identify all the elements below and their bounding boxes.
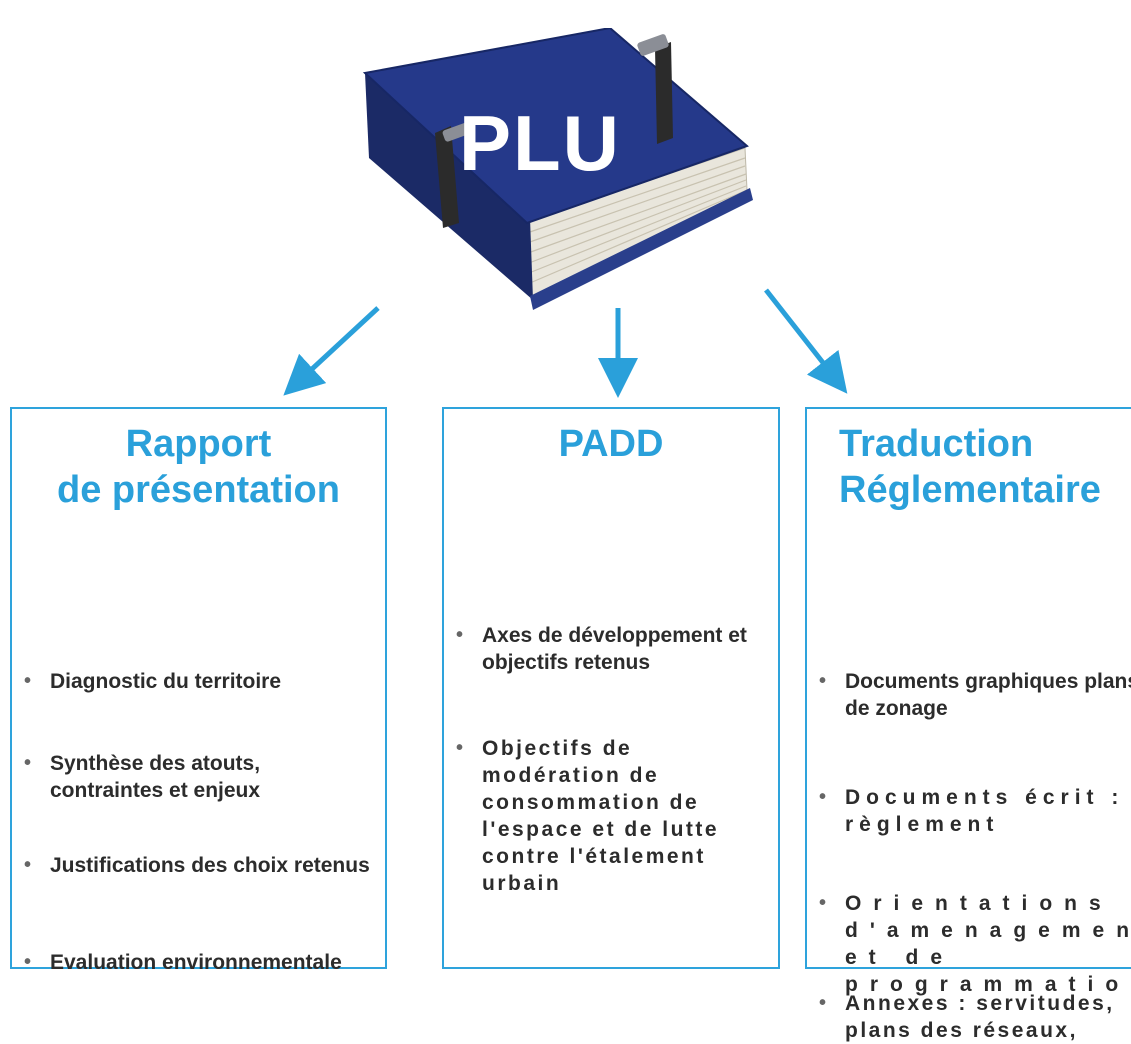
- bullet-icon: •: [819, 786, 833, 808]
- list-item: •Axes de développement et objectifs rete…: [456, 624, 747, 674]
- bullet-icon: •: [24, 854, 32, 876]
- plu-folder: PLU: [355, 26, 765, 318]
- column-padd: PADD •Axes de développement et objectifs…: [442, 407, 780, 969]
- bullet-icon: •: [24, 752, 32, 774]
- list-item: •Diagnostic du territoire: [24, 670, 282, 693]
- bullet-icon: •: [456, 737, 466, 759]
- list-item: •Documents graphiques plans de zonage: [819, 670, 1131, 720]
- column-traduction: Traduction Réglementaire •Documents grap…: [805, 407, 1131, 1042]
- list-item: •Evaluation environnementale: [24, 951, 342, 974]
- list-item: •Synthèse des atouts, contraintes et enj…: [24, 752, 261, 802]
- list-item: •Justifications des choix retenus: [24, 854, 370, 877]
- folder-label: PLU: [459, 99, 621, 187]
- bullet-icon: •: [819, 992, 829, 1014]
- list-item: •Objectifs de modération de consommation…: [456, 737, 720, 895]
- column-title: Rapport de présentation: [57, 423, 340, 511]
- list-item: •Documents écrit : règlement: [819, 786, 1125, 836]
- bullet-icon: •: [24, 951, 32, 973]
- column-title: Traduction Réglementaire: [839, 423, 1101, 511]
- list-item: •Annexes : servitudes, plans des réseaux…: [819, 992, 1115, 1042]
- column-rapport: Rapport de présentation •Diagnostic du t…: [10, 407, 387, 974]
- bullet-icon: •: [819, 892, 839, 914]
- bullet-icon: •: [24, 670, 32, 692]
- arrow-right: [764, 288, 848, 394]
- column-title: PADD: [558, 423, 664, 465]
- arrow-left: [283, 306, 380, 396]
- list-item: •Orientations d'amenagement et de progra…: [819, 892, 1131, 996]
- bullet-icon: •: [819, 670, 827, 692]
- bullet-icon: •: [456, 624, 464, 646]
